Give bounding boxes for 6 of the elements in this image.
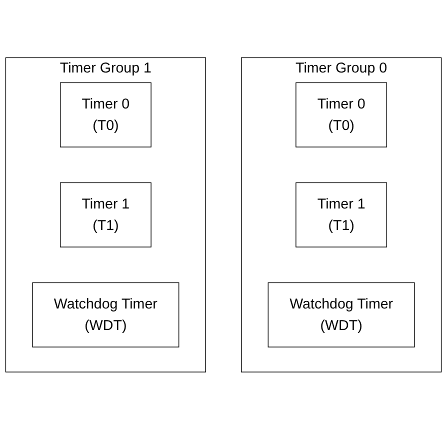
node-box: Timer 1 (T1) <box>296 182 388 247</box>
node-box: Timer 0 (T0) <box>296 82 388 147</box>
node-box: Watchdog Timer (WDT) <box>268 282 415 347</box>
node-box: Timer 1 (T1) <box>60 182 152 247</box>
node-box: Watchdog Timer (WDT) <box>32 282 180 347</box>
node-box: Timer 0 (T0) <box>60 82 152 147</box>
